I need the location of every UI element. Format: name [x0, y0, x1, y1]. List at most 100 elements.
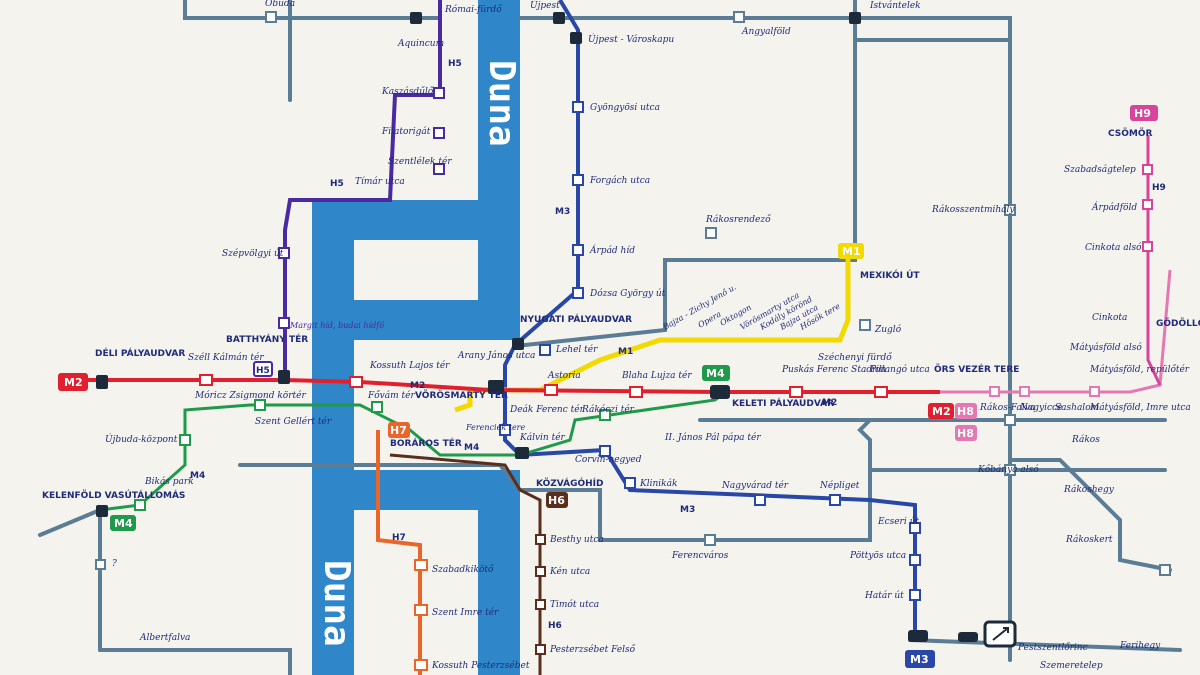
station-blaha: Blaha Lujza tér [621, 370, 692, 381]
river-label: Duna [481, 60, 522, 147]
svg-text:H8: H8 [957, 405, 974, 418]
station-mexikoi: MEXIKÓI ÚT [860, 269, 920, 281]
station-timot: Timót utca [550, 599, 599, 610]
station-romai-furdo: Római-fürdő [444, 4, 502, 15]
badge-h7: H7 [388, 422, 410, 438]
station-angyalfold: Angyalföld [741, 27, 791, 37]
station-unknown: ? [112, 559, 117, 569]
station-szent-imre: Szent Imre tér [432, 607, 499, 618]
station-kaszasdulo: Kaszásdűlő [381, 86, 434, 97]
station-deli: DÉLI PÁLYAUDVAR [95, 347, 185, 359]
station-matyasfold-imre: Mátyásföld, Imre utca [1089, 402, 1191, 413]
svg-text:H9: H9 [1134, 107, 1151, 120]
station-sashalom: Sashalom [1055, 403, 1099, 413]
station-albertfalva: Albertfalva [139, 633, 190, 643]
station-fovam: Fővám tér [367, 390, 415, 401]
badge-h6: H6 [546, 492, 568, 508]
badge-h9: H9 [1130, 105, 1158, 121]
station-ecseri: Ecseri út [877, 516, 919, 527]
station-kozvagohid: KÖZVÁGÓHÍD [536, 477, 603, 489]
badge-h8: H8 [955, 403, 977, 419]
badge-m4-east: M4 [702, 365, 730, 381]
station-keleti: KELETI PÁLYAUDVAR [732, 397, 834, 409]
svg-text:H6: H6 [548, 494, 565, 507]
station-markers [95, 11, 1171, 671]
station-pestszentlorinc: Pestszentlőrinc [1017, 642, 1088, 653]
station-deak: Deák Ferenc tér [509, 404, 585, 415]
badge-m1: M1 [838, 243, 864, 259]
line-tag-m2-b: M2 [822, 398, 837, 408]
station-nepliget: Népliget [819, 480, 860, 491]
station-szepvolgyi: Szépvölgyi út [222, 248, 284, 259]
badge-m4-west: M4 [110, 515, 136, 531]
station-ferihegy: Ferihegy [1119, 641, 1161, 651]
station-forgach: Forgách utca [589, 175, 650, 186]
station-lehel: Lehel tér [555, 344, 598, 355]
station-ken: Kén utca [549, 566, 590, 577]
station-dozsa: Dózsa György út [589, 288, 666, 299]
station-arpadfold: Árpádföld [1091, 201, 1137, 213]
station-kelenfold: KELENFÖLD VASÚTÁLLOMÁS [42, 489, 185, 501]
station-nagyicce: Nagyicce [1019, 403, 1062, 413]
station-moricz: Móricz Zsigmond körtér [194, 390, 306, 401]
station-szabadkikoto: Szabadkikötő [432, 564, 494, 575]
station-timar: Tímár utca [355, 176, 405, 187]
station-rakoshegy: Rákoshegy [1063, 484, 1115, 495]
badge-h8-alt: H8 [955, 425, 977, 441]
badge-m2-east: M2 [928, 403, 954, 419]
station-margit-hid: Margit híd, budai hídfő [289, 321, 385, 330]
svg-text:M1: M1 [842, 245, 861, 258]
station-ujpest: Újpest [530, 0, 560, 11]
line-tag-h5-b: H5 [330, 179, 344, 189]
station-csomor: CSÖMÖR [1108, 128, 1153, 139]
line-tag-h6: H6 [548, 621, 562, 631]
station-matyasfold-also: Mátyásföld alsó [1069, 342, 1142, 353]
line-tag-h7: H7 [392, 533, 406, 543]
station-godollo: GÖDÖLLŐ [1156, 318, 1200, 329]
station-astoria: Astoria [547, 371, 581, 381]
line-tag-m3-b: M3 [680, 505, 695, 515]
badge-h5: H5 [253, 361, 273, 377]
svg-text:M4: M4 [114, 517, 133, 530]
line-m2 [60, 378, 940, 394]
line-tag-m4: M4 [190, 471, 205, 481]
station-rakos-falva: Rákos-Falva [979, 402, 1035, 413]
line-tag-m4-b: M4 [464, 443, 479, 453]
station-zuglo: Zugló [874, 324, 902, 335]
station-batthyany: BATTHYÁNY TÉR [226, 333, 308, 345]
station-rakosszentmihaly: Rákosszentmihály [931, 204, 1015, 215]
station-kossuth-pest: Kossuth Pesterzsébet [431, 660, 530, 671]
station-filatorigat: Filatorigát [381, 126, 431, 137]
airport-icon [983, 620, 1017, 648]
station-obuda: Óbuda [265, 0, 295, 9]
svg-text:M3: M3 [910, 653, 929, 666]
interchanges [96, 12, 978, 642]
station-szent-gellert: Szent Gellért tér [255, 416, 332, 427]
station-bikas: Bikás park [144, 476, 194, 487]
station-arpad-hid: Árpád híd [589, 244, 635, 256]
margit-island [357, 243, 475, 297]
station-hatar: Határ út [864, 590, 904, 601]
station-pillango: Pillangó utca [869, 364, 930, 375]
station-ors-vezer: ÖRS VEZÉR TERE [934, 363, 1019, 375]
station-szabadsagtelep: Szabadságtelep [1064, 164, 1136, 175]
station-ferenciek: Ferenciek tere [465, 423, 525, 432]
station-arany: Arany János utca [457, 350, 535, 361]
station-besthy: Besthy utca [549, 535, 604, 545]
station-ferencvaros: Ferencváros [671, 550, 729, 561]
station-rakos: Rákos [1071, 434, 1100, 445]
svg-text:H8: H8 [957, 427, 974, 440]
svg-text:M4: M4 [706, 367, 725, 380]
station-ii-janos-pal: II. János Pál pápa tér [664, 432, 761, 443]
svg-text:M2: M2 [932, 405, 951, 418]
station-ujpest-varoskapu: Újpest - Városkapu [588, 33, 674, 45]
suburban-lines [38, 0, 1182, 675]
station-kobanya: Kőbánya alsó [977, 464, 1039, 475]
station-kalvin: Kálvin tér [519, 432, 566, 443]
line-h6 [389, 453, 542, 675]
station-szechenyi: Széchenyi fürdő [818, 352, 892, 363]
station-szentlelek: Szentlélek tér [388, 156, 452, 167]
station-szemeretelep: Szemeretelep [1040, 661, 1103, 671]
river-danube [312, 0, 520, 675]
station-pesterzsebet: Pesterzsébet Felső [549, 644, 636, 655]
